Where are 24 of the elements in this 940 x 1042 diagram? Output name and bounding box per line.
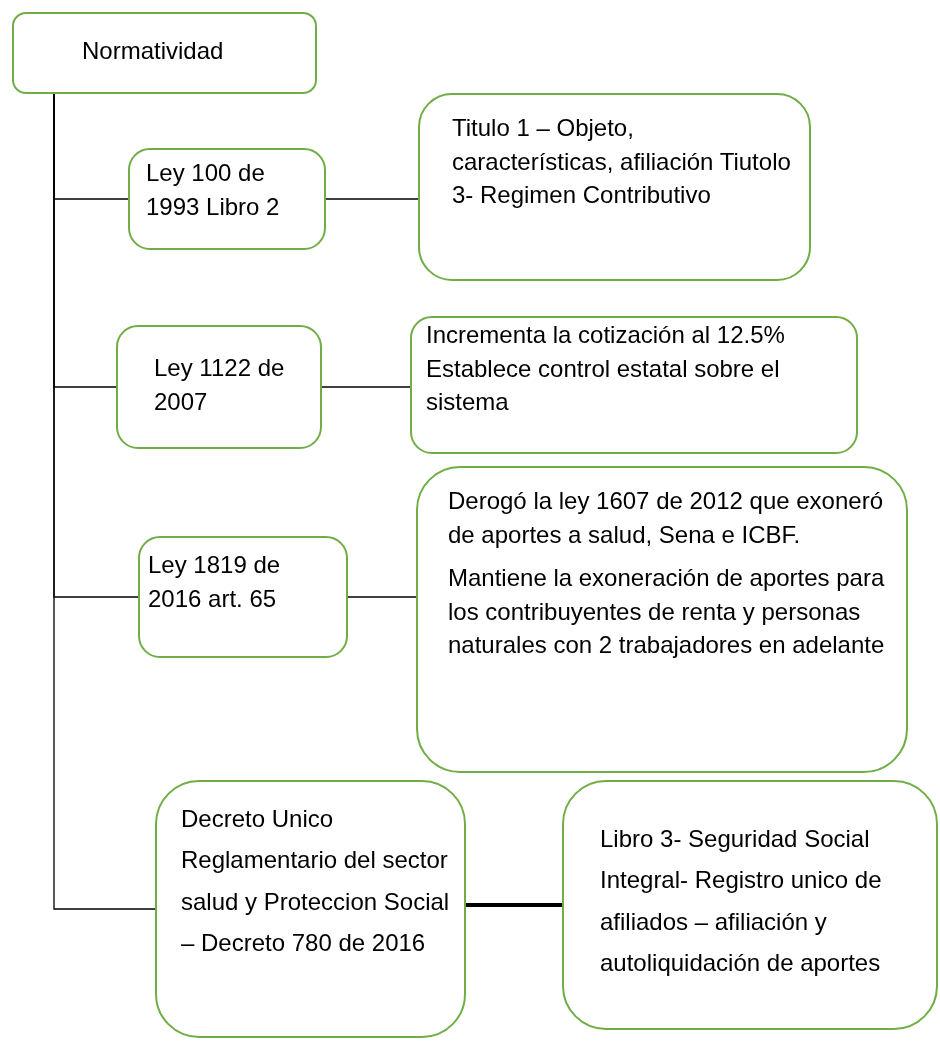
text-box — [12, 12, 317, 94]
box-text: Derogó la ley 1607 de 2012 que exoneró de aportes a salud, Sena e ICBF. — [448, 486, 884, 550]
box-text: Decreto Unico Reglamentario del sector salud y Proteccion Social – Decreto 780 de 2016 — [181, 804, 451, 958]
box-text: Ley 1819 de 2016 art. 65 — [148, 550, 282, 614]
box-text: Libro 3- Seguridad Social Integral- Registro unico de afiliados – afiliación y autoliquidación de aportes — [600, 824, 883, 978]
text-box — [416, 466, 908, 773]
box-text: Ley 1122 de 2007 — [154, 353, 286, 417]
connector-line — [466, 903, 562, 907]
connector-line — [347, 596, 417, 598]
text-box — [410, 316, 858, 454]
connector-line — [325, 198, 419, 200]
box-text: Titulo 1 – Objeto, características, afiliación Tiutolo 3- Regimen Contributivo — [452, 113, 792, 211]
connector-line — [321, 386, 411, 388]
connector-line — [53, 93, 156, 910]
box-text: Incrementa la cotización al 12.5% Establece control estatal sobre el sistema — [426, 320, 786, 418]
text-box — [155, 780, 466, 1038]
box-text: Ley 100 de 1993 Libro 2 — [146, 158, 281, 222]
text-box — [116, 325, 322, 449]
box-text: Mantiene la exoneración de aportes para los contribuyentes de renta y personas naturales con 2 trabajadores en adelante — [448, 563, 886, 661]
text-box — [562, 780, 938, 1030]
text-box — [128, 148, 326, 250]
box-text: Normatividad — [82, 36, 225, 66]
text-box — [138, 536, 348, 658]
text-box — [418, 93, 811, 281]
